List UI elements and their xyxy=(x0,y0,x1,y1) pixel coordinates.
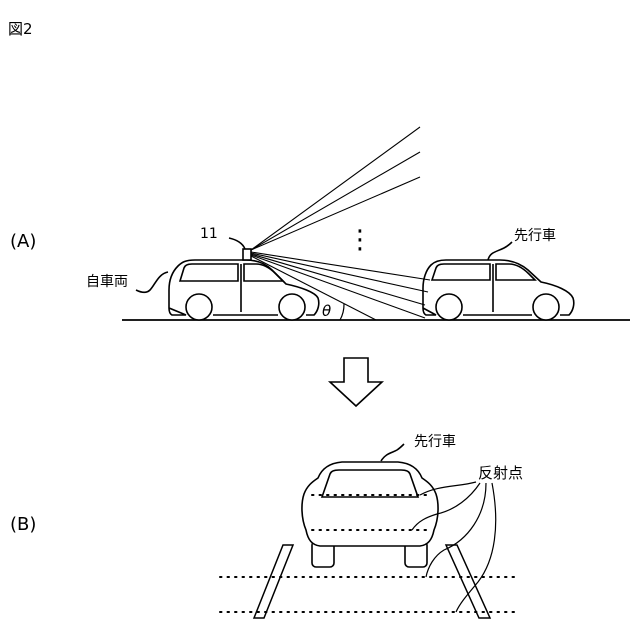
figure-label: 図2 xyxy=(8,20,33,38)
beam-to-lead-3 xyxy=(251,254,425,305)
panel-a: (A) 11 自車両 ⋮ xyxy=(10,127,630,320)
own-vehicle-window-rear xyxy=(244,264,283,281)
panel-b: (B) 先行車 反射点 xyxy=(10,433,523,618)
angle-theta: θ xyxy=(322,302,331,320)
leading-vehicle-window-front xyxy=(432,264,490,280)
continuation-dots: ⋮ xyxy=(347,225,373,255)
leading-vehicle-wheel-rear xyxy=(533,294,559,320)
beam-to-ground xyxy=(251,256,376,320)
lane-marking-left xyxy=(254,545,293,618)
angle-arc xyxy=(340,304,344,320)
leading-vehicle-label-b: 先行車 xyxy=(414,433,456,450)
own-vehicle-label: 自車両 xyxy=(86,273,128,290)
lane-marking-right xyxy=(446,545,490,618)
panel-a-label: (A) xyxy=(10,231,36,252)
sensor-reference: 11 xyxy=(200,226,218,242)
own-vehicle-wheel-front xyxy=(186,294,212,320)
panel-b-label: (B) xyxy=(10,514,36,535)
leading-vehicle-leader-line xyxy=(488,242,512,260)
own-vehicle xyxy=(136,238,319,320)
lidar-sensor xyxy=(243,249,251,260)
leading-vehicle xyxy=(423,242,574,320)
lane-markings xyxy=(254,545,490,618)
reflection-points-label: 反射点 xyxy=(478,464,523,482)
beam-upper-2 xyxy=(251,152,420,250)
own-vehicle-leader-line xyxy=(136,272,168,292)
rear-vehicle-leader-line xyxy=(381,444,404,461)
laser-beams xyxy=(251,127,430,320)
beam-to-lead-4 xyxy=(251,255,425,318)
leading-vehicle-rear xyxy=(302,444,438,567)
sensor-leader-line xyxy=(229,238,245,249)
down-arrow xyxy=(330,358,382,406)
leading-vehicle-wheel-front xyxy=(436,294,462,320)
own-vehicle-wheel-rear xyxy=(279,294,305,320)
leading-vehicle-label-a: 先行車 xyxy=(514,227,556,244)
own-vehicle-window-front xyxy=(180,264,238,281)
rear-body xyxy=(302,462,438,546)
beam-to-lead-2 xyxy=(251,253,428,292)
